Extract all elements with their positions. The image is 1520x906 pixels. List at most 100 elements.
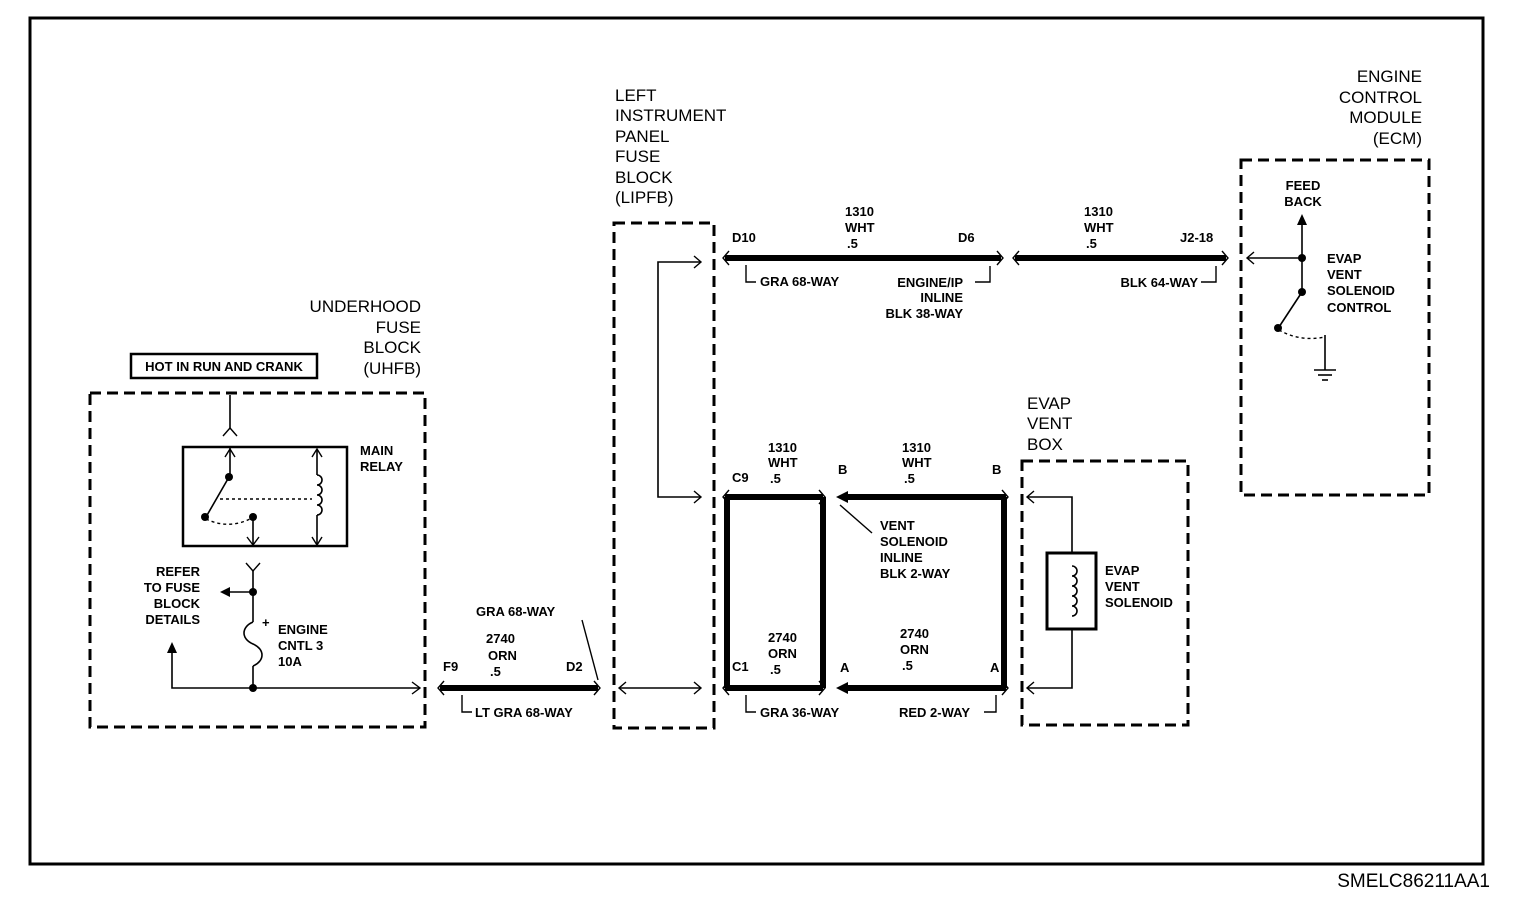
- wire-color: WHT: [902, 455, 932, 470]
- fuse-terminal-icon: [245, 562, 261, 573]
- arrow-icon: [693, 681, 703, 695]
- connector-icon: [722, 680, 730, 696]
- evap-box-outline: [1020, 459, 1190, 727]
- fuse-icon: [243, 621, 263, 667]
- pin-d10: D10: [732, 230, 756, 245]
- arrow-icon: [411, 681, 422, 695]
- wire-color: ORN: [768, 646, 797, 661]
- relay-output-arrow-icon: [246, 536, 260, 547]
- refer-label-line: TO FUSE: [144, 580, 200, 595]
- refer-label-line: BLOCK: [154, 596, 201, 611]
- pin-d6: D6: [958, 230, 975, 245]
- lipfb-title-line: PANEL: [615, 127, 670, 146]
- wire-1310-label: 1310 WHT .5: [845, 204, 875, 251]
- ecm-title-line: (ECM): [1373, 129, 1422, 148]
- main-relay-label: MAIN RELAY: [360, 443, 403, 474]
- refer-arrow-icon: [220, 587, 230, 597]
- wire-number: 1310: [1084, 204, 1113, 219]
- ecm-title: ENGINE CONTROL MODULE (ECM): [1339, 67, 1422, 148]
- pin-b: B: [992, 462, 1001, 477]
- uhfb-title: UNDERHOOD FUSE BLOCK (UHFB): [310, 297, 422, 378]
- evap-box-title-line: EVAP: [1027, 394, 1071, 413]
- leader-line: [975, 266, 991, 283]
- fuse-label-line: 10A: [278, 654, 302, 669]
- evap-box-title: EVAP VENT BOX: [1027, 394, 1072, 454]
- wire-color: ORN: [900, 642, 929, 657]
- lipfb-title-line: INSTRUMENT: [615, 106, 726, 125]
- uhfb-title-line: FUSE: [376, 318, 421, 337]
- figure-code: SMELC86211AA1: [1337, 871, 1490, 892]
- connector-lt-gra68-label: LT GRA 68-WAY: [475, 705, 573, 720]
- ecm-box: [1239, 158, 1431, 497]
- lipfb-title-line: LEFT: [615, 86, 657, 105]
- wire-gauge: .5: [770, 471, 781, 486]
- lipfb-title-line: (LIPFB): [615, 188, 674, 207]
- vent-inline-label-line: SOLENOID: [880, 534, 948, 549]
- pin-c9: C9: [732, 470, 749, 485]
- wire-2740-label: 2740 ORN .5: [486, 631, 517, 679]
- connector-icon: [437, 680, 445, 696]
- evap-solenoid-label-line: VENT: [1105, 579, 1140, 594]
- evap-solenoid-label: EVAP VENT SOLENOID: [1105, 563, 1173, 610]
- connector-icon: [1012, 250, 1020, 266]
- wire-2740-label: 2740 ORN .5: [900, 626, 929, 673]
- leader-line: [1201, 266, 1217, 283]
- lipfb-title-line: BLOCK: [615, 168, 673, 187]
- lipfb-box: [612, 221, 716, 730]
- evap-solenoid-label-line: SOLENOID: [1105, 595, 1173, 610]
- fuse-output-wire: [171, 652, 420, 689]
- pin-b: B: [838, 462, 847, 477]
- connector-icon: [593, 680, 601, 696]
- wire-gauge: .5: [1086, 236, 1097, 251]
- vent-inline-label-line: INLINE: [880, 550, 923, 565]
- ecm-title-line: CONTROL: [1339, 88, 1422, 107]
- lipfb-title: LEFT INSTRUMENT PANEL FUSE BLOCK (LIPFB): [615, 86, 726, 207]
- uhfb-title-line: (UHFB): [363, 359, 421, 378]
- lipfb-title-line: FUSE: [615, 147, 660, 166]
- solenoid-wire: [1028, 496, 1073, 553]
- leader-line: [581, 619, 599, 681]
- relay-arrow-icon: [224, 447, 236, 458]
- evap-solenoid-box: [1045, 551, 1098, 631]
- ecm-title-line: MODULE: [1349, 108, 1422, 127]
- evap-control-label-line: SOLENOID: [1327, 283, 1395, 298]
- wire-1310-label: 1310 WHT .5: [768, 440, 798, 486]
- wire-gauge: .5: [904, 471, 915, 486]
- pin-c1: C1: [732, 659, 749, 674]
- fuse-label-line: ENGINE: [278, 622, 328, 637]
- main-relay-label-line: RELAY: [360, 459, 403, 474]
- up-arrow-icon: [1297, 214, 1307, 225]
- uhfb-title-line: UNDERHOOD: [310, 297, 421, 316]
- hot-label: HOT IN RUN AND CRANK: [145, 359, 303, 374]
- connector-blk64-label: BLK 64-WAY: [1120, 275, 1198, 290]
- fuse-label-line: CNTL 3: [278, 638, 323, 653]
- arrow-icon: [1245, 251, 1255, 265]
- relay-switch-arm: [205, 476, 230, 518]
- connector-icon: [818, 680, 826, 696]
- leader-line: [839, 504, 873, 534]
- connector-label-line: BLK 38-WAY: [885, 306, 963, 321]
- vent-inline-label-line: VENT: [880, 518, 915, 533]
- evap-box-title-line: VENT: [1027, 414, 1072, 433]
- wire-number: 2740: [768, 630, 797, 645]
- feed-terminal-icon: [222, 426, 238, 437]
- solenoid-wire: [1028, 629, 1073, 689]
- engine-ip-inline-label: ENGINE/IP INLINE BLK 38-WAY: [885, 275, 963, 321]
- switch-arm: [1278, 291, 1303, 328]
- relay-arc: [205, 517, 253, 525]
- wire-color: WHT: [845, 220, 875, 235]
- wire-1310-label: 1310 WHT .5: [902, 440, 932, 486]
- main-relay-box: [181, 445, 349, 548]
- wire-gauge: .5: [490, 664, 501, 679]
- arrow-icon: [1025, 681, 1035, 695]
- connector-icon: [996, 250, 1004, 266]
- evap-solenoid-label-line: EVAP: [1105, 563, 1140, 578]
- leader-line: [461, 695, 472, 713]
- vent-inline-label: VENT SOLENOID INLINE BLK 2-WAY: [880, 518, 951, 581]
- pin-a: A: [840, 660, 850, 675]
- connector-red2-label: RED 2-WAY: [899, 705, 970, 720]
- wire-number: 1310: [768, 440, 797, 455]
- inline-arrow-icon: [836, 682, 848, 694]
- connector-gra36-label: GRA 36-WAY: [760, 705, 840, 720]
- pin-j2-18: J2-18: [1180, 230, 1213, 245]
